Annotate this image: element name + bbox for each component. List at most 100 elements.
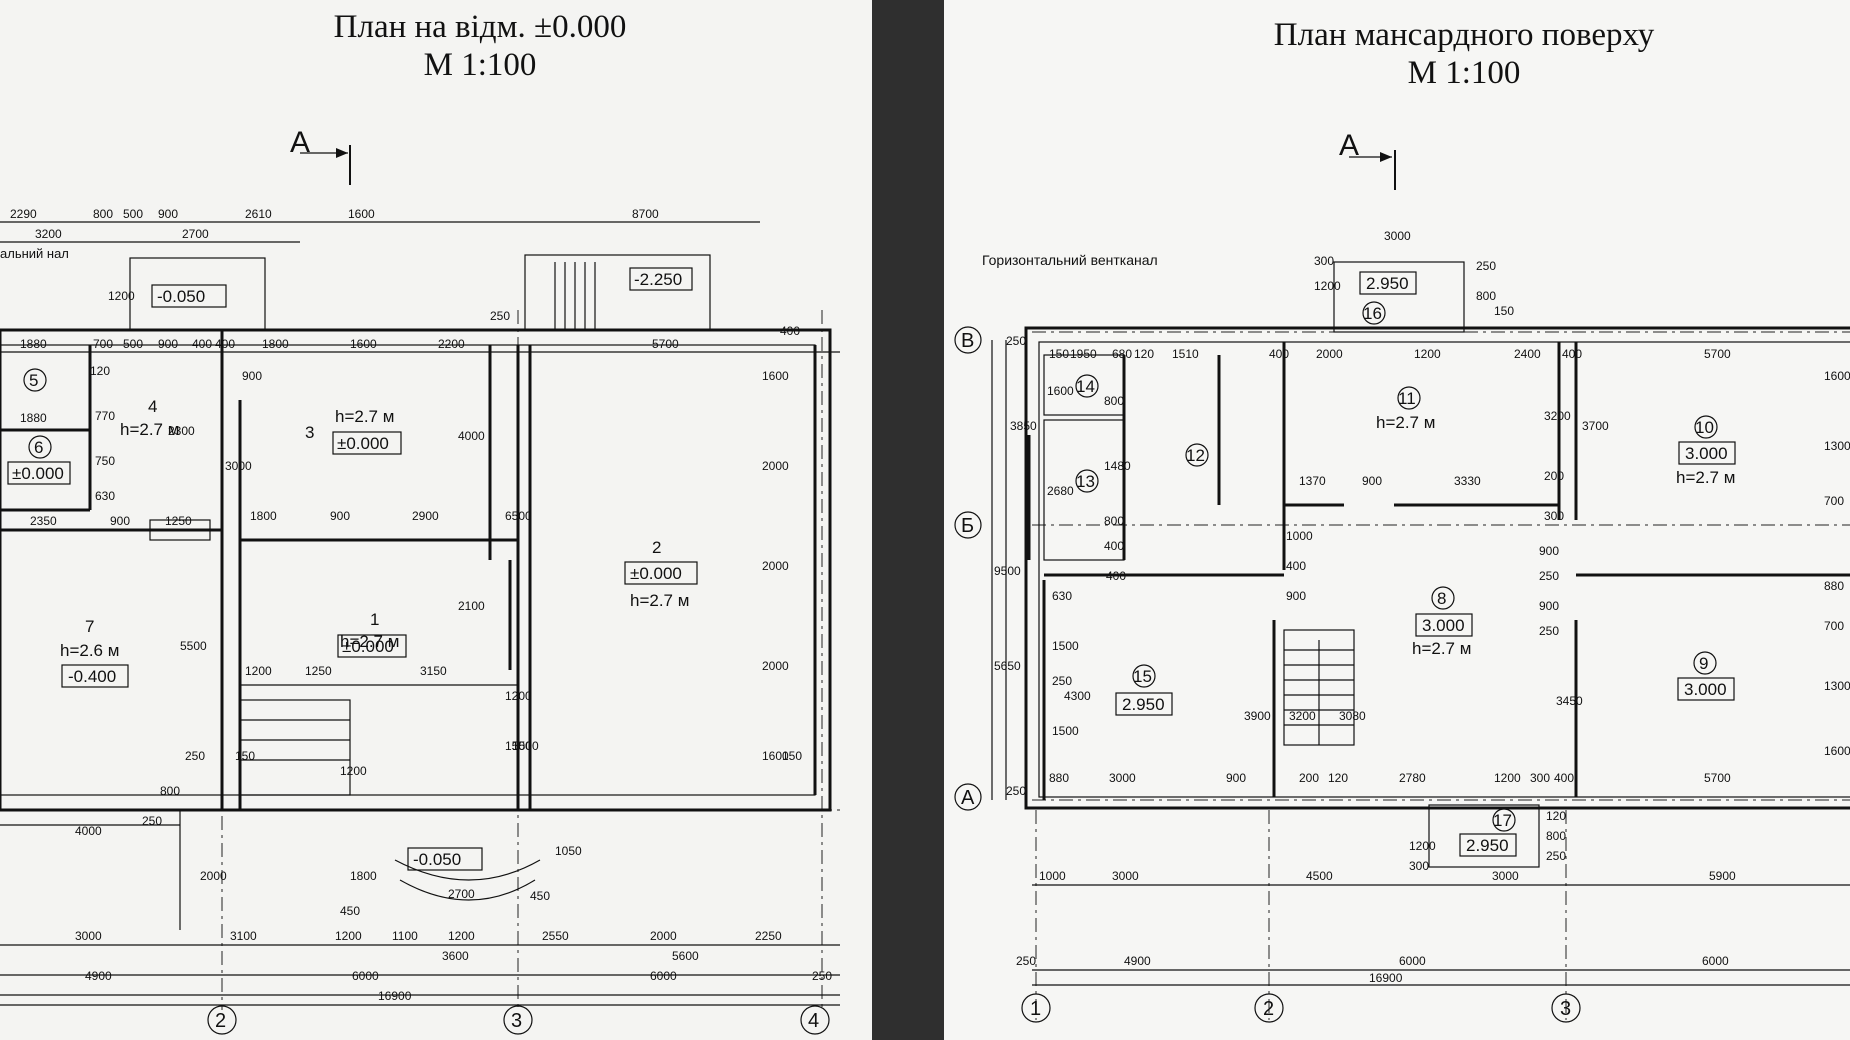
dimension-label: 5500 <box>180 639 207 653</box>
dimension-label: 400 <box>192 337 212 351</box>
dimension-label: 770 <box>95 409 115 423</box>
axis-label: 4 <box>808 1010 819 1032</box>
dimension-label: 900 <box>1539 599 1559 613</box>
room-level: ±0.000 <box>12 464 64 483</box>
dimension-label: 5700 <box>1704 347 1731 361</box>
dimension-label: 2290 <box>10 207 37 221</box>
dimension-label: 450 <box>530 889 550 903</box>
dimension-label: 450 <box>340 904 360 918</box>
room-number: 1 <box>370 610 379 629</box>
dimension-label: 1600 <box>762 369 789 383</box>
dimension-label: 900 <box>158 337 178 351</box>
dimension-label: 3150 <box>420 664 447 678</box>
dimension-label: 2700 <box>448 887 475 901</box>
dimension-label: 400 <box>1286 559 1306 573</box>
dimension-label: 400 <box>1562 347 1582 361</box>
dimension-label: 1600 <box>1824 369 1850 383</box>
dimension-label: 120 <box>90 364 110 378</box>
dimension-label: 2350 <box>30 514 57 528</box>
dimension-label: 1200 <box>1414 347 1441 361</box>
dimension-label: 1200 <box>1409 839 1436 853</box>
room-level: ±0.000 <box>342 637 394 656</box>
room-level: 2.950 <box>1466 836 1509 855</box>
dimension-label: 400 <box>1104 539 1124 553</box>
dimension-label: 880 <box>1824 579 1844 593</box>
dimension-label: 1880 <box>20 411 47 425</box>
room-number: 10 <box>1695 418 1714 437</box>
dimension-label: 1200 <box>1314 279 1341 293</box>
room-number: 5 <box>29 371 38 390</box>
dimension-label: 1510 <box>1172 347 1199 361</box>
dimension-label: 4900 <box>85 969 112 983</box>
dimension-label: 4900 <box>1124 954 1151 968</box>
dimension-label: 150 <box>235 749 255 763</box>
room-level: 3.000 <box>1422 616 1465 635</box>
dimension-label: 1500 <box>512 739 539 753</box>
vent-channel-note: Горизонтальний вентканал <box>982 252 1158 268</box>
dimension-label: 300 <box>1314 254 1334 268</box>
dimension-label: 700 <box>1824 619 1844 633</box>
dimension-label: 500 <box>123 207 143 221</box>
dimension-label: 800 <box>1104 514 1124 528</box>
dimension-label: 250 <box>490 309 510 323</box>
dimension-label: 120 <box>1134 347 1154 361</box>
dimension-label: 250 <box>1539 569 1559 583</box>
section-mark-label: А <box>290 126 310 159</box>
dimension-label: 1200 <box>108 289 135 303</box>
dimension-label: 400 <box>1106 569 1126 583</box>
dimension-label: 300 <box>1530 771 1550 785</box>
dimension-label: 1250 <box>305 664 332 678</box>
dimension-label: 3000 <box>1112 869 1139 883</box>
dimension-label: 1950 <box>1070 347 1097 361</box>
room-number: 17 <box>1493 811 1512 830</box>
dimension-label: 3100 <box>230 929 257 943</box>
dimension-label: 1050 <box>555 844 582 858</box>
dimension-label: 1200 <box>1494 771 1521 785</box>
dimension-label: 1480 <box>1104 459 1131 473</box>
dimension-label: 3000 <box>1384 229 1411 243</box>
ground-floor-title: План на відм. ±0.000 М 1:100 <box>290 8 670 84</box>
dimension-label: 2000 <box>650 929 677 943</box>
dimension-label: 1800 <box>250 509 277 523</box>
dimension-label: 3000 <box>1109 771 1136 785</box>
dimension-label: 800 <box>1104 394 1124 408</box>
room-level: ±0.000 <box>337 434 389 453</box>
level-mark: -0.050 <box>157 287 205 306</box>
dimension-texts-left: 2290 800 500 900 2610 1600 8700 3200 270… <box>10 207 832 1003</box>
dimension-label: 5600 <box>672 949 699 963</box>
dimension-label: 630 <box>95 489 115 503</box>
dimension-label: 1600 <box>348 207 375 221</box>
dimension-label: 880 <box>1049 771 1069 785</box>
room-number: 14 <box>1076 377 1095 396</box>
room-number: 12 <box>1186 446 1205 465</box>
walls-attic <box>1024 326 1850 810</box>
dimension-label: 120 <box>1328 771 1348 785</box>
dimension-label: 3000 <box>75 929 102 943</box>
dimension-label: 250 <box>1016 954 1036 968</box>
dimension-label: 2400 <box>1514 347 1541 361</box>
dimension-label: 400 <box>780 324 800 338</box>
dimension-label: 400 <box>1554 771 1574 785</box>
dimension-label: 500 <box>123 337 143 351</box>
room-number: 8 <box>1437 589 1446 608</box>
attic-floor-title-text: План мансардного поверху <box>1273 17 1655 53</box>
room-height: h=2.7 м <box>340 632 399 651</box>
axis-label: 3 <box>1560 998 1571 1020</box>
dimension-label: 2000 <box>762 659 789 673</box>
dimension-label: 2780 <box>1399 771 1426 785</box>
dimension-label: 1200 <box>448 929 475 943</box>
room-level: 2.950 <box>1122 695 1165 714</box>
walls-ground <box>0 328 832 812</box>
attic-floor-drawing: А Горизонтальний вентканал <box>954 129 1850 1023</box>
dimension-label: 2000 <box>200 869 227 883</box>
room-number: 4 <box>148 397 157 416</box>
dimension-label: 800 <box>1476 289 1496 303</box>
room-height: h=2.7 м <box>1676 468 1735 487</box>
level-mark: -0.050 <box>413 850 461 869</box>
dimension-label: 3200 <box>1289 709 1316 723</box>
dimension-label: 900 <box>1226 771 1246 785</box>
section-mark-a-left: А <box>290 126 351 185</box>
dimension-label: 2200 <box>438 337 465 351</box>
dimension-label: 16900 <box>378 989 412 1003</box>
dimension-label: 16900 <box>1369 971 1403 985</box>
